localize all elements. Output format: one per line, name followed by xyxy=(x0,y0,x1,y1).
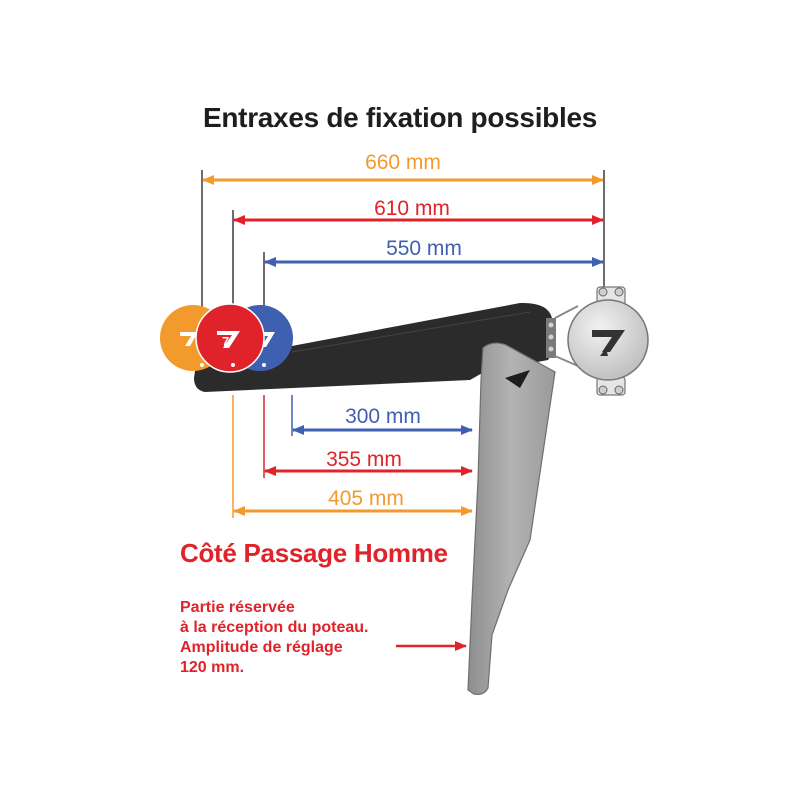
bracket-arm-edge xyxy=(291,311,531,353)
dimension-355: 355 mm xyxy=(264,448,473,476)
disc-red: 7 xyxy=(195,303,265,373)
dimension-405: 405 mm xyxy=(233,487,473,516)
clamp-logo-icon xyxy=(592,330,625,352)
note-line: 120 mm. xyxy=(180,659,245,676)
dimension-label-610: 610 mm xyxy=(374,197,450,220)
pole-clamp xyxy=(567,286,649,396)
clamp-ring xyxy=(567,299,649,381)
side-label: Côté Passage Homme xyxy=(180,538,448,568)
adjustment-note: Partie réservée à la réception du poteau… xyxy=(180,598,368,678)
disc-red-logo-glyph: 7 xyxy=(222,334,229,349)
dimension-label-300: 300 mm xyxy=(345,405,421,428)
post-top-notch xyxy=(505,370,530,388)
dimension-label-660: 660 mm xyxy=(365,151,441,174)
dimension-label-355: 355 mm xyxy=(326,448,402,471)
bracket-arm xyxy=(194,302,553,392)
dimension-300: 300 mm xyxy=(292,405,473,435)
dimension-550: 550 mm xyxy=(264,237,604,267)
dimension-label-550: 550 mm xyxy=(386,237,462,260)
hinge xyxy=(546,305,579,367)
extension-lines-bottom xyxy=(232,395,293,518)
dimension-610: 610 mm xyxy=(233,197,604,225)
disc-orange-logo-icon xyxy=(180,332,198,346)
diagram-title: Entraxes de fixation possibles xyxy=(202,102,598,133)
post-receiver xyxy=(467,342,556,695)
note-line: à la réception du poteau. xyxy=(180,619,369,636)
dimension-660: 660 mm xyxy=(202,150,604,185)
dimension-label-405: 405 mm xyxy=(328,487,404,510)
note-line: Amplitude de réglage xyxy=(180,639,343,656)
note-line: Partie réservée xyxy=(180,599,295,616)
disc-red-logo-icon xyxy=(217,331,240,348)
